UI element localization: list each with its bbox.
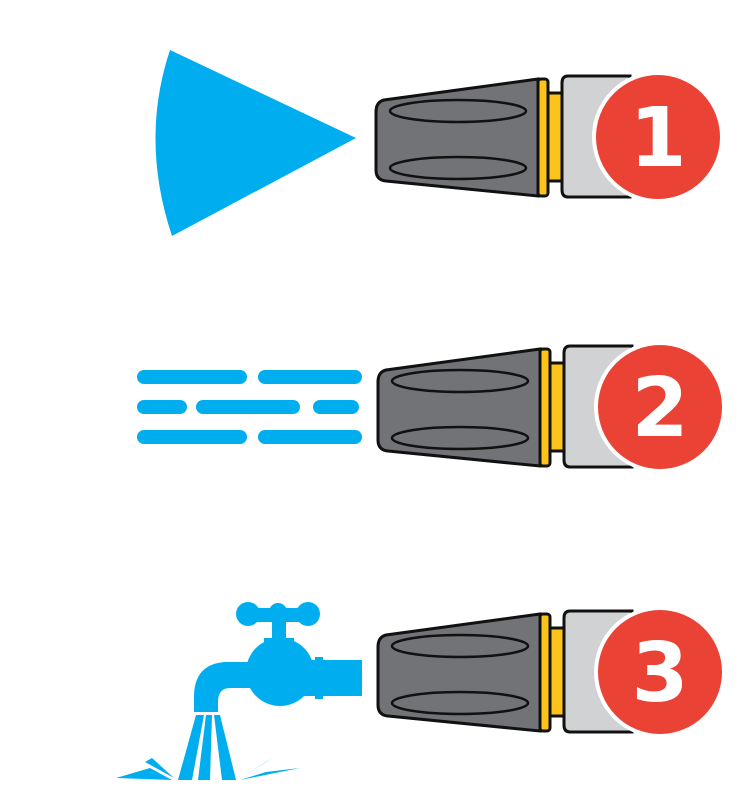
tap-flow-icon <box>116 602 362 780</box>
setting-1: 1 <box>155 50 724 236</box>
setting-number-badge: 3 <box>631 626 688 721</box>
setting-number-badge: 2 <box>631 361 688 456</box>
jet-spray-icon <box>137 370 362 444</box>
setting-number-badge: 1 <box>629 91 686 186</box>
cone-spray-icon <box>155 50 356 236</box>
setting-2: 2 <box>137 341 726 473</box>
setting-3: 3 <box>116 602 726 780</box>
